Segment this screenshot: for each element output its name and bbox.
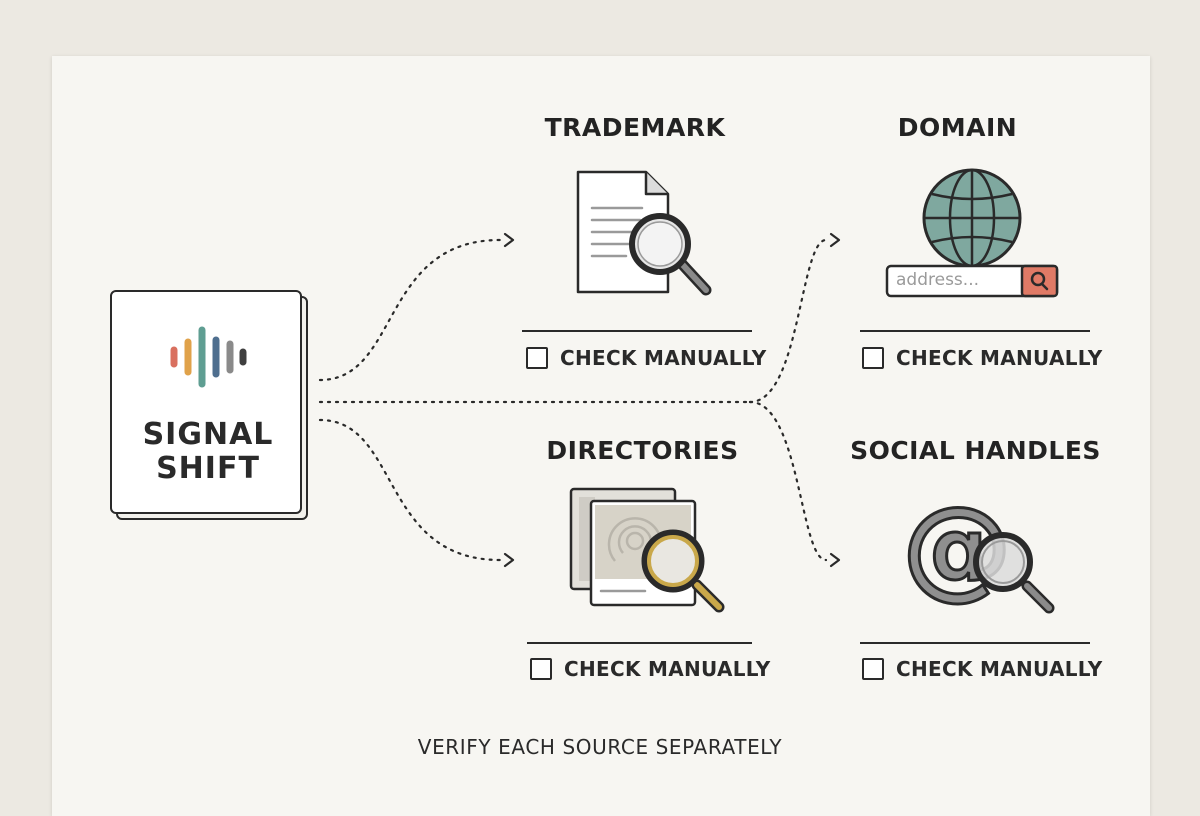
domain-title: DOMAIN [897, 113, 1018, 142]
domain-address-placeholder: address... [896, 270, 979, 290]
listing-cards-magnifier-icon [569, 487, 725, 613]
domain-check-manually[interactable]: CHECK MANUALLY [862, 346, 1103, 370]
at-sign-magnifier-icon: @ [905, 490, 1055, 614]
globe-icon [885, 168, 1059, 298]
soundwave-icon [170, 326, 247, 388]
directories-divider [527, 642, 752, 644]
arrowhead-trademark [503, 232, 515, 248]
trademark-check-label: CHECK MANUALLY [560, 346, 767, 370]
domain-checkbox[interactable] [862, 347, 884, 369]
trademark-check-manually[interactable]: CHECK MANUALLY [526, 346, 767, 370]
arrowhead-directories [503, 552, 515, 568]
connector-directories [318, 418, 502, 562]
trademark-checkbox[interactable] [526, 347, 548, 369]
arrowhead-domain [829, 232, 841, 248]
signal-shift-logo-card: SIGNAL SHIFT [110, 290, 308, 520]
arrowhead-social [829, 552, 841, 568]
connector-trademark [318, 238, 502, 382]
logo-wordmark-line2: SHIFT [156, 451, 260, 486]
footer-caption: VERIFY EACH SOURCE SEPARATELY [417, 735, 783, 759]
domain-check-label: CHECK MANUALLY [896, 346, 1103, 370]
directories-title: DIRECTORIES [546, 436, 739, 465]
social-handles-check-manually[interactable]: CHECK MANUALLY [862, 657, 1103, 681]
directories-checkbox[interactable] [530, 658, 552, 680]
social-handles-divider [860, 642, 1090, 644]
logo-card: SIGNAL SHIFT [110, 290, 302, 514]
social-handles-title: SOCIAL HANDLES [850, 436, 1101, 465]
directories-check-manually[interactable]: CHECK MANUALLY [530, 657, 771, 681]
trademark-title: TRADEMARK [544, 113, 726, 142]
connector-domain [748, 238, 828, 404]
directories-check-label: CHECK MANUALLY [564, 657, 771, 681]
trademark-divider [522, 330, 752, 332]
social-handles-check-label: CHECK MANUALLY [896, 657, 1103, 681]
social-handles-checkbox[interactable] [862, 658, 884, 680]
logo-wordmark-line1: SIGNAL [142, 417, 274, 452]
domain-divider [860, 330, 1090, 332]
document-magnifier-icon [576, 170, 712, 296]
connector-social [748, 400, 828, 562]
